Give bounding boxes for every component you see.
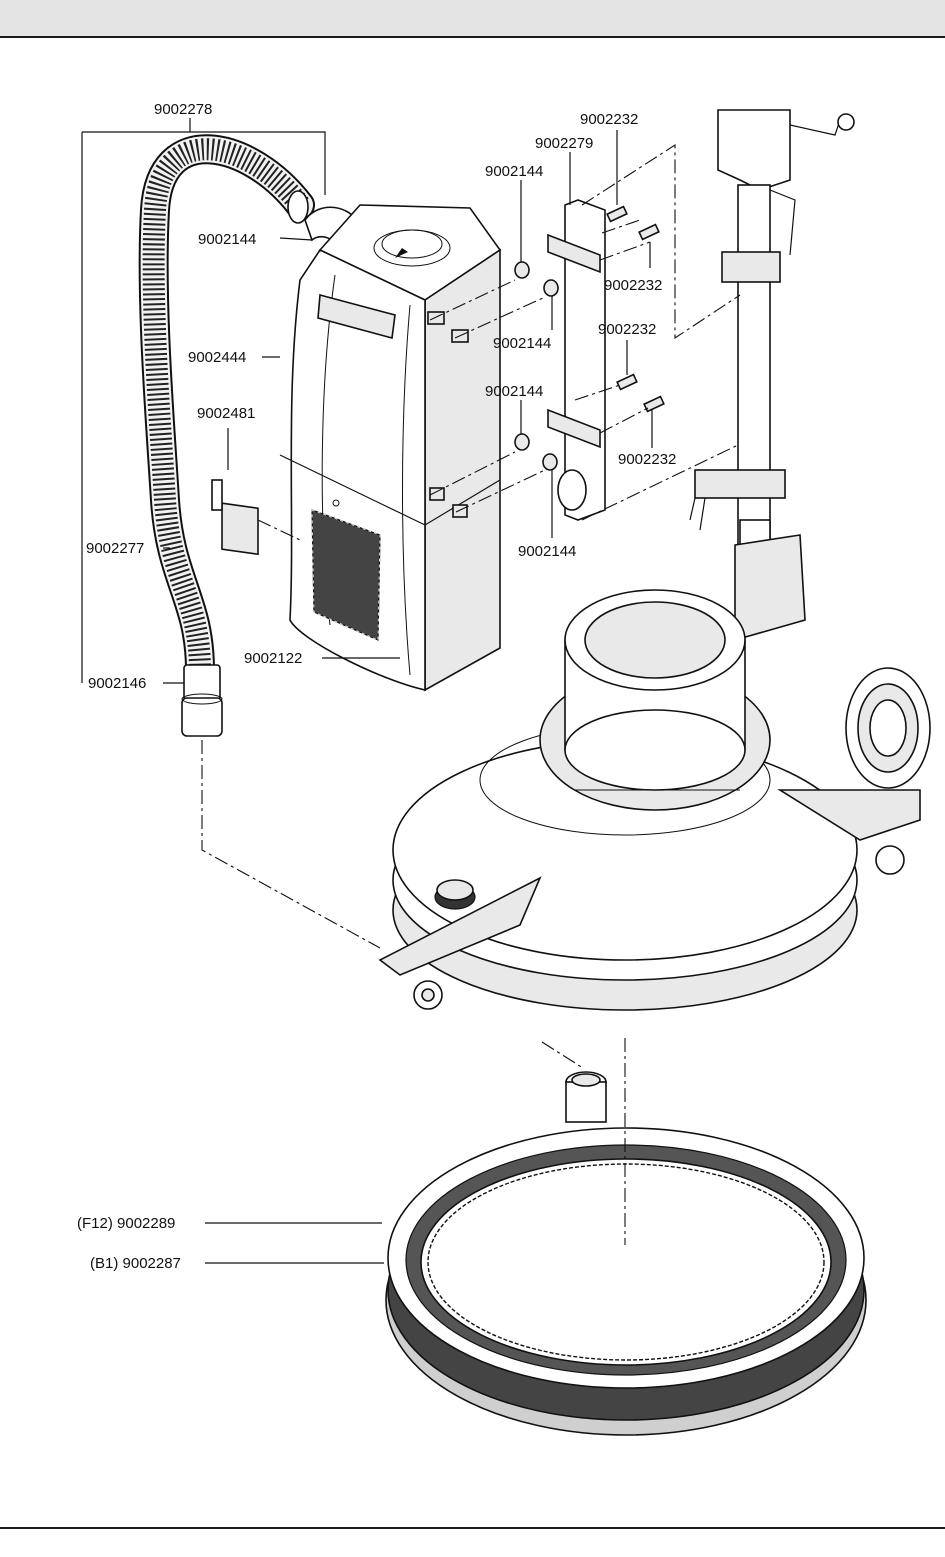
handle-column xyxy=(689,109,855,642)
filter-housing xyxy=(279,204,502,692)
pad-and-brush xyxy=(385,1127,867,1436)
mounting-bracket xyxy=(514,199,665,521)
header-bar xyxy=(0,0,945,38)
label-brush-b1: (B1) 9002287 xyxy=(90,1255,181,1272)
label-grommet-b: 9002144 xyxy=(485,383,543,400)
drive-shaft xyxy=(565,1071,607,1123)
label-switch: 9002481 xyxy=(197,405,255,422)
label-hose-cuff: 9002146 xyxy=(88,675,146,692)
label-bracket: 9002279 xyxy=(535,135,593,152)
label-hose-assembly: 9002278 xyxy=(154,101,212,118)
label-screw-right-1: 9002232 xyxy=(604,277,662,294)
label-pad-f12: (F12) 9002289 xyxy=(77,1215,175,1232)
part-labels: 9002278 9002144 9002444 9002481 9002277 … xyxy=(77,101,676,1272)
leader-lines xyxy=(81,118,741,1264)
housing-grille xyxy=(311,509,381,641)
switch-drawing xyxy=(211,479,301,556)
label-grommet-c: 9002144 xyxy=(518,543,576,560)
label-screw-right-2: 9002232 xyxy=(618,451,676,468)
label-screw-mid: 9002232 xyxy=(598,321,656,338)
footer-rule xyxy=(0,1527,945,1529)
label-grommet-upper: 9002144 xyxy=(485,163,543,180)
label-grommet-top: 9002144 xyxy=(198,231,256,248)
label-housing: 9002444 xyxy=(188,349,246,366)
machine-base xyxy=(378,589,931,1011)
label-grommet-a: 9002144 xyxy=(493,335,551,352)
label-screw-top: 9002232 xyxy=(580,111,638,128)
label-filter-box: 9002122 xyxy=(244,650,302,667)
label-hose: 9002277 xyxy=(86,540,144,557)
hose-drawing xyxy=(138,134,315,737)
